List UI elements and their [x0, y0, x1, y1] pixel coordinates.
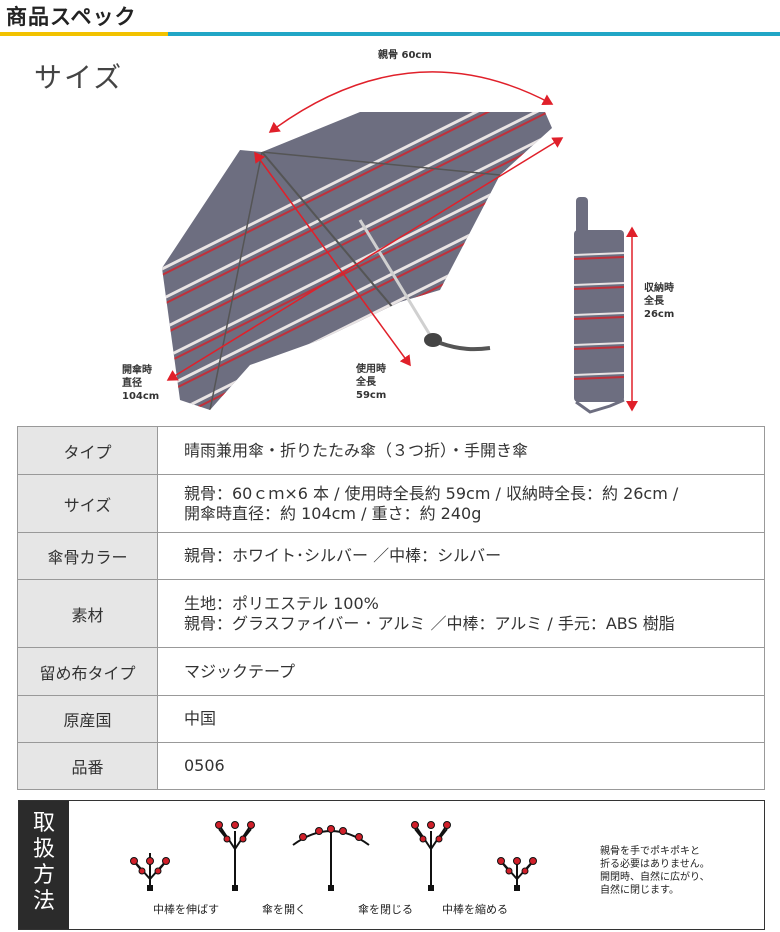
- spec-value: 親骨：60ｃｍ×6 本 / 使用時全長約 59cm / 収納時全長：約 26cm…: [157, 474, 765, 533]
- spec-value: マジックテープ: [157, 647, 765, 696]
- spec-table: タイプ 晴雨兼用傘・折りたたみ傘（３つ折）・手開き傘 サイズ 親骨：60ｃｍ×6…: [17, 426, 765, 790]
- page-header: 商品スペック: [0, 0, 780, 36]
- handling-steps-diagram: [130, 821, 537, 891]
- rib-length-label: 親骨 60cm: [378, 50, 432, 61]
- spec-value: 親骨：ホワイト･シルバー ／中棒：シルバー: [157, 532, 765, 580]
- section-title-size: サイズ: [34, 61, 124, 94]
- handling-note: 親骨を手でポキポキと折る必要はありません。開閉時、自然に広がり、自然に閉じます。: [600, 846, 710, 896]
- handling-label: 取扱方法: [19, 801, 69, 929]
- step-extend-shaft: 中棒を伸ばす: [153, 903, 219, 916]
- spec-value: 0506: [157, 742, 765, 790]
- handling-instructions: 取扱方法 中棒を伸ばす 傘を開く 傘を閉じる 中棒を縮める 親: [18, 800, 765, 930]
- spec-label: 原産国: [17, 695, 158, 743]
- page-title: 商品スペック: [6, 5, 137, 29]
- table-row: 留め布タイプ マジックテープ: [17, 647, 765, 696]
- table-row: 傘骨カラー 親骨：ホワイト･シルバー ／中棒：シルバー: [17, 532, 765, 580]
- spec-value: 晴雨兼用傘・折りたたみ傘（３つ折）・手開き傘: [157, 426, 765, 475]
- table-row: サイズ 親骨：60ｃｍ×6 本 / 使用時全長約 59cm / 収納時全長：約 …: [17, 474, 765, 533]
- spec-label: 傘骨カラー: [17, 532, 158, 580]
- table-row: 素材 生地：ポリエステル 100%親骨：グラスファイバー ･ アルミ ／中棒：ア…: [17, 579, 765, 648]
- table-row: 原産国 中国: [17, 695, 765, 743]
- table-row: タイプ 晴雨兼用傘・折りたたみ傘（３つ折）・手開き傘: [17, 426, 765, 475]
- umbrella-drawing: [162, 71, 638, 414]
- step-close: 傘を閉じる: [358, 903, 413, 916]
- step-shorten-shaft: 中棒を縮める: [442, 903, 508, 916]
- open-umbrella: [162, 112, 552, 410]
- spec-label: タイプ: [17, 426, 158, 475]
- folded-umbrella: [574, 197, 625, 414]
- spec-value: 中国: [157, 695, 765, 743]
- spec-label: 素材: [17, 579, 158, 648]
- table-row: 品番 0506: [17, 742, 765, 790]
- spec-label: 留め布タイプ: [17, 647, 158, 696]
- spec-label: サイズ: [17, 474, 158, 533]
- spec-value: 生地：ポリエステル 100%親骨：グラスファイバー ･ アルミ ／中棒：アルミ …: [157, 579, 765, 648]
- step-open: 傘を開く: [262, 903, 306, 916]
- spec-label: 品番: [17, 742, 158, 790]
- header-underline: [168, 32, 780, 36]
- header-underline-accent: [0, 32, 168, 36]
